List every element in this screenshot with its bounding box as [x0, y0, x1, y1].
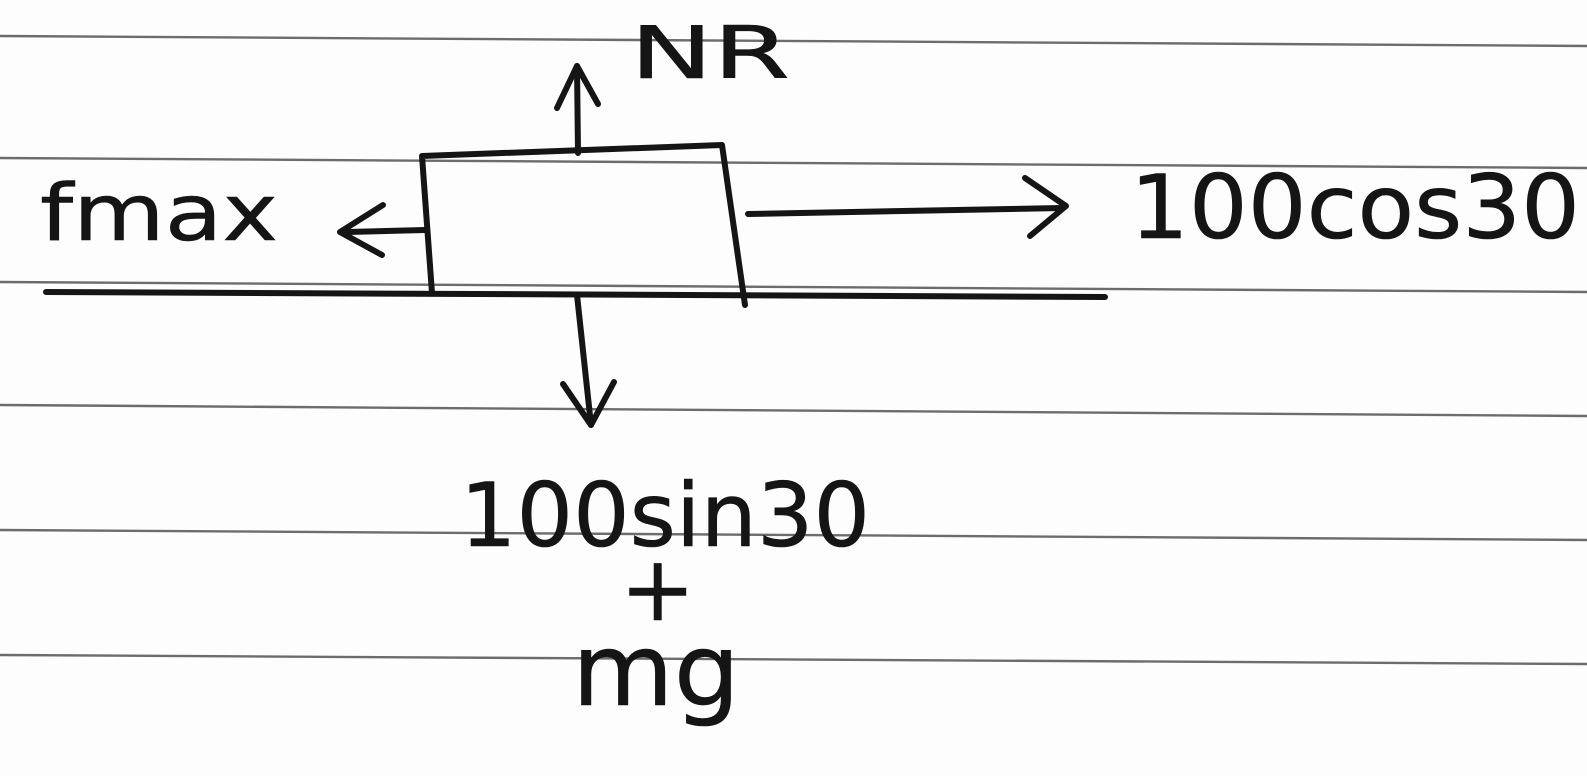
ruled-line: [0, 280, 1587, 294]
applied-horizontal-label: 100cos30: [1130, 156, 1580, 259]
downward-force-arrow: [560, 292, 617, 428]
block: [419, 142, 748, 308]
ruled-line: [0, 34, 1587, 48]
ruled-lines: [0, 34, 1587, 666]
normal-reaction-label: NR: [630, 11, 790, 95]
ruled-line: [0, 403, 1587, 418]
applied-force-arrow: [745, 175, 1069, 239]
weight-label: mg: [572, 612, 740, 729]
normal-reaction-arrow: [554, 63, 601, 156]
ruled-line: [0, 156, 1587, 170]
applied-vertical-label: 100sin30: [460, 464, 870, 567]
ruled-line: [0, 528, 1587, 542]
friction-arrow: [337, 202, 428, 258]
plus-sign: +: [620, 537, 695, 642]
ruled-line: [0, 653, 1587, 666]
max-friction-label: fmax: [40, 169, 278, 259]
